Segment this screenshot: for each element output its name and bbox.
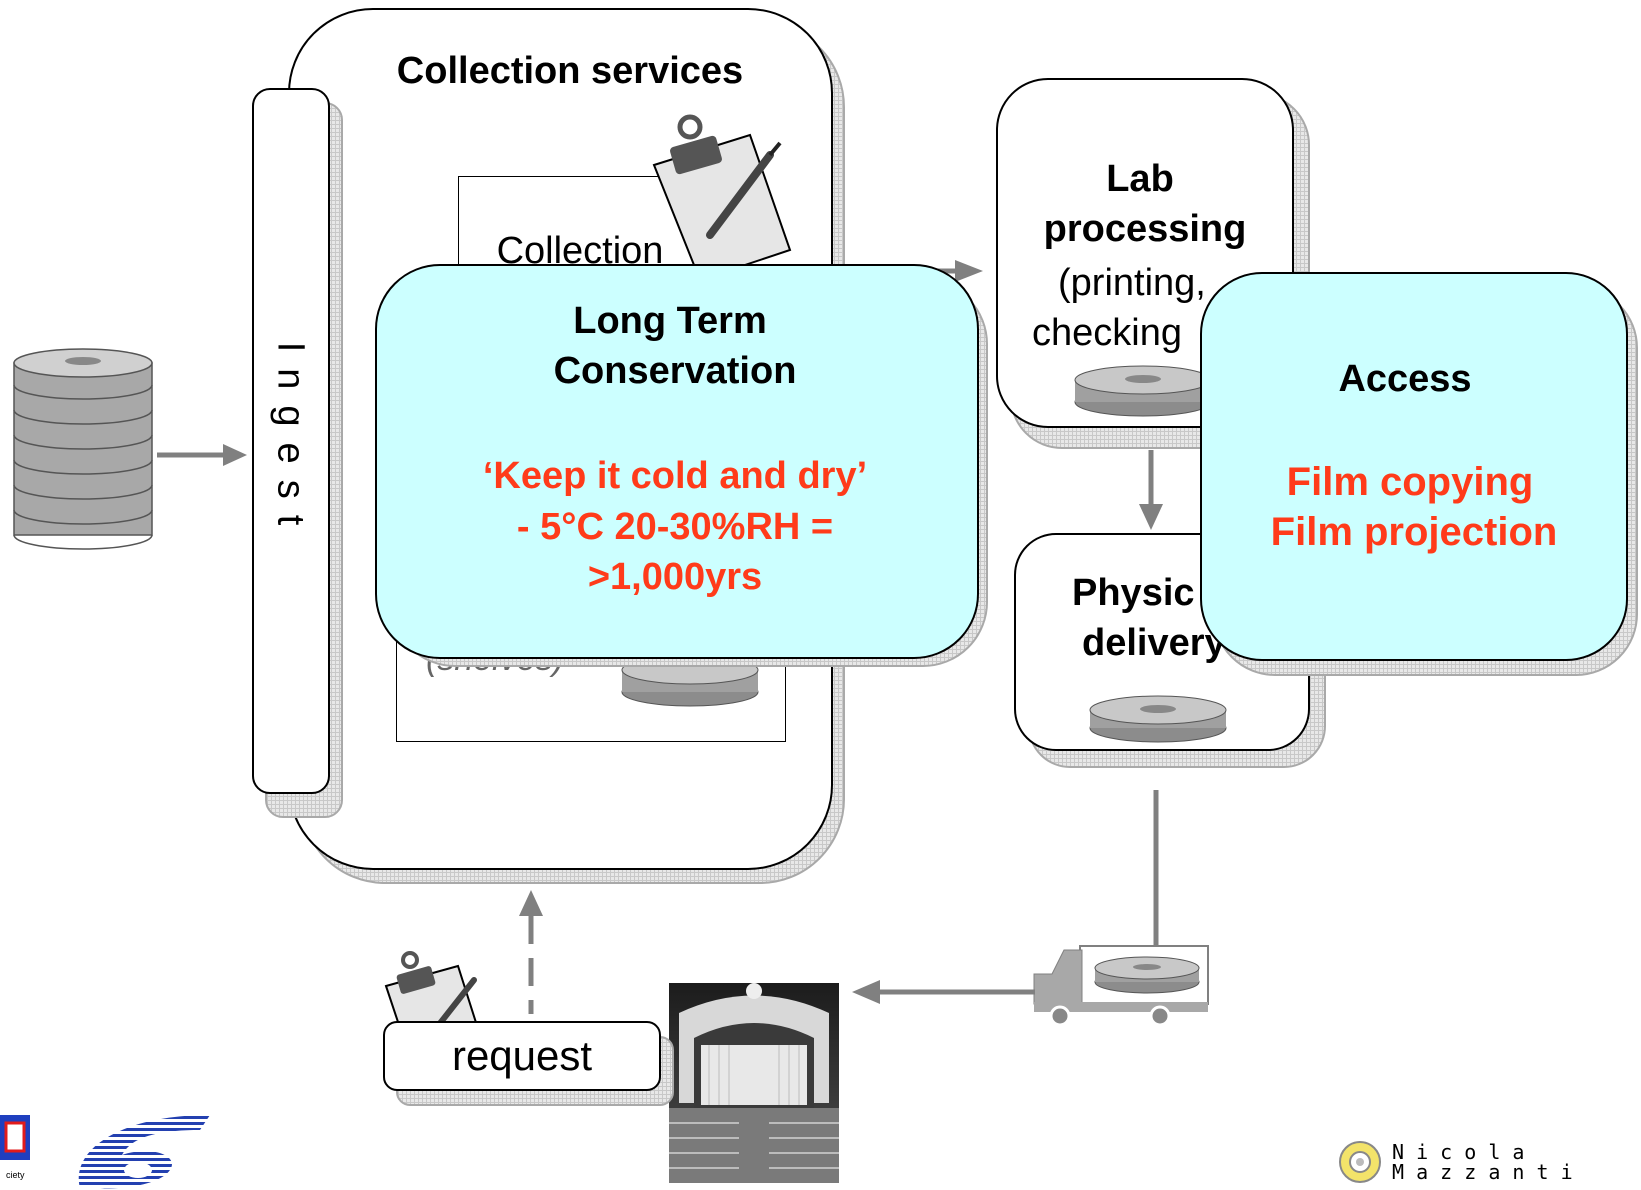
ltc-red-line3: >1,000yrs <box>587 556 763 598</box>
ltc-title-line2: Conservation <box>553 350 797 392</box>
lab-sub-line2: checking <box>1032 312 1182 354</box>
ltc-red-line2: - 5°C 20-30%RH = <box>516 506 834 548</box>
ingest-bar[interactable] <box>252 88 330 794</box>
fp6-logo <box>78 1115 210 1189</box>
request-box[interactable] <box>383 1021 661 1091</box>
arrow-truck-to-cinema <box>852 980 1035 1004</box>
request-label: request <box>451 1032 593 1079</box>
truck-icon <box>1033 945 1209 1027</box>
logo-name-line1: N i c o l a <box>1392 1140 1525 1164</box>
clipboard-icon <box>652 114 792 282</box>
film-reel-stack-icon <box>13 348 153 550</box>
ltc-title-line1: Long Term <box>573 300 767 342</box>
cinema-photo <box>669 983 839 1183</box>
lab-film-reel-icon <box>1074 365 1212 417</box>
access-red-line1: Film copying <box>1286 460 1534 504</box>
ingest-label: Ingest <box>269 341 312 542</box>
physical-line2: delivery <box>1082 622 1226 664</box>
arrow-lab-to-physical <box>1139 450 1163 530</box>
line-physical-to-truck <box>1153 790 1159 945</box>
eu-logo-text: ciety <box>6 1170 25 1180</box>
nicola-mazzanti-logo <box>1339 1141 1381 1183</box>
lab-title-line1: Lab <box>1106 158 1174 200</box>
logo-name-line2: M a z z a n t i <box>1392 1160 1573 1184</box>
access-red-line2: Film projection <box>1270 510 1558 554</box>
collection-services-title: Collection services <box>396 50 744 92</box>
lab-sub-line1: (printing, <box>1058 262 1206 304</box>
lab-title-line2: processing <box>1043 208 1247 250</box>
access-title: Access <box>1338 358 1472 400</box>
ltc-red-line1: ‘Keep it cold and dry’ <box>482 455 868 497</box>
long-term-conservation-box <box>375 264 979 659</box>
access-box <box>1200 272 1628 661</box>
arrow-request-to-collection <box>519 890 543 1014</box>
eu-logo <box>0 1115 30 1160</box>
arrow-stack-to-ingest <box>157 444 247 466</box>
physical-film-reel-icon <box>1089 695 1227 743</box>
physical-line1: Physic <box>1072 572 1195 614</box>
